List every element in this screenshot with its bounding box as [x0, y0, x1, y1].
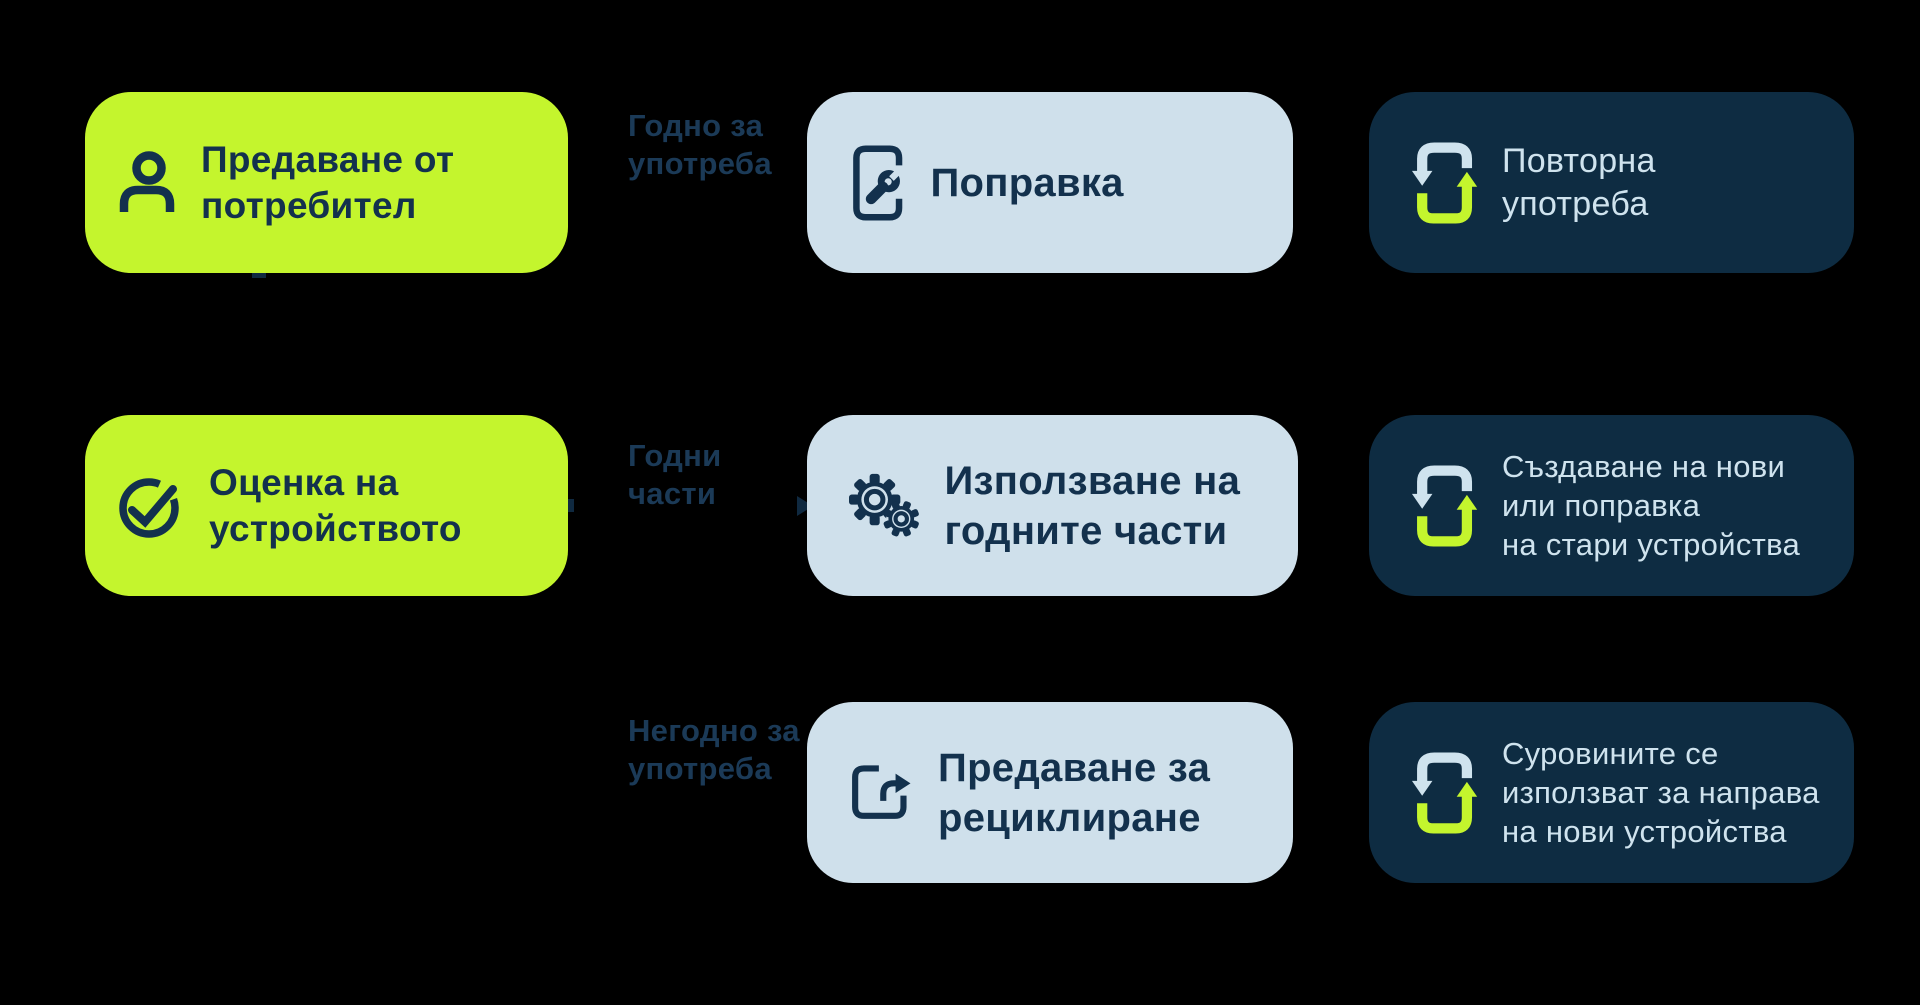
card-user-handover: Предаване от потребител	[85, 92, 568, 273]
card-text-line: Предаване за	[938, 745, 1211, 790]
branch-label-line: части	[628, 476, 717, 511]
reuse-cycle-icon	[1411, 464, 1480, 547]
branch-label-unusable: Негодно за употреба	[628, 712, 800, 788]
card-text-line: потребител	[201, 184, 417, 226]
card-text-line: на нови устройства	[1501, 814, 1787, 849]
card-text-line: рециклиране	[938, 795, 1201, 840]
card-new-or-repaired-devices: Създаване на нови или поправка на стари …	[1369, 415, 1854, 596]
branch-label-line: употреба	[628, 751, 772, 786]
reuse-cycle-icon	[1411, 141, 1480, 224]
branch-label-usable-parts: Годни части	[628, 437, 722, 513]
card-text-line: или поправка	[1501, 488, 1701, 523]
share-out-icon	[849, 764, 914, 822]
card-use-good-parts: Използване на годните части	[807, 415, 1298, 596]
check-circle-icon	[119, 474, 183, 538]
card-text-line: Поправка	[930, 160, 1124, 205]
card-device-assessment: Оценка на устройството	[85, 415, 568, 596]
card-text-line: Създаване на нови	[1501, 449, 1786, 484]
connector-arrow-remnant	[568, 496, 813, 516]
card-text-line: Суровините се	[1501, 736, 1719, 771]
card-text-line: употреба	[1501, 184, 1649, 223]
branch-label-line: употреба	[628, 146, 772, 181]
card-text-line: Оценка на	[209, 461, 399, 503]
card-text-line: устройството	[209, 507, 462, 549]
card-text-line: Повторна	[1501, 141, 1656, 180]
card-reuse: Повторна употреба	[1369, 92, 1854, 273]
branch-label-line: Годно за	[628, 108, 764, 143]
branch-label-line: Негодно за	[628, 713, 800, 748]
card-repair: Поправка	[807, 92, 1293, 273]
card-text-line: използват за направа	[1501, 775, 1820, 810]
reuse-cycle-icon	[1411, 751, 1480, 834]
card-text-line: на стари устройства	[1501, 527, 1801, 562]
card-text-line: годните части	[944, 508, 1228, 553]
branch-label-usable: Годно за употреба	[628, 107, 772, 183]
phone-repair-icon	[849, 144, 906, 221]
card-raw-materials: Суровините се използват за направа на но…	[1369, 702, 1854, 883]
gears-icon	[849, 473, 921, 539]
branch-label-line: Годни	[628, 438, 722, 473]
user-icon	[119, 150, 175, 214]
card-recycling-handover: Предаване за рециклиране	[807, 702, 1293, 883]
card-text-line: Използване на	[944, 458, 1241, 503]
card-text-line: Предаване от	[201, 138, 455, 180]
connector-stub-remnant	[252, 273, 266, 278]
